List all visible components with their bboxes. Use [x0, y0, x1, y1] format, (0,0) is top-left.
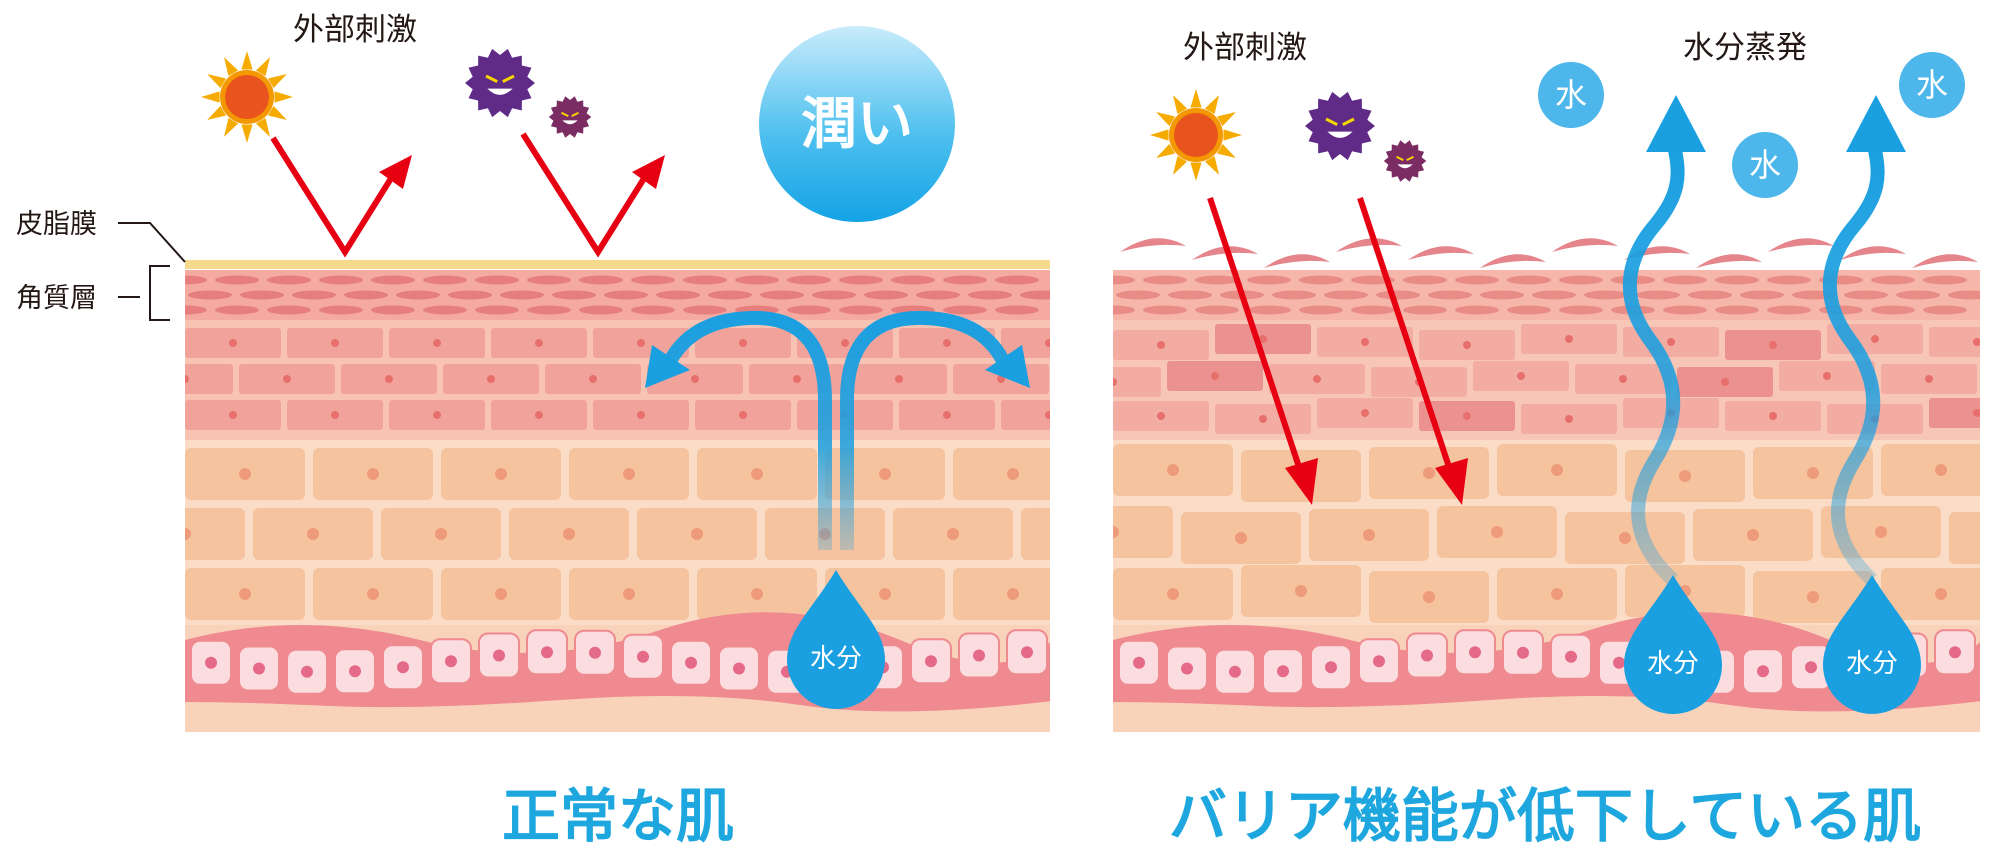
stratum-label: 角質層 — [16, 283, 97, 314]
moisture-return-arrows — [645, 310, 1030, 550]
germ-icon — [1305, 91, 1375, 161]
reflected-arrow — [270, 136, 412, 258]
evaporation-label: 水分蒸発 — [1683, 30, 1807, 66]
damaged-skin-caption: バリア機能が低下している肌 — [1169, 782, 1921, 850]
granular-cells — [185, 328, 1050, 430]
svg-text:水: 水 — [1749, 146, 1781, 184]
germ-icon — [465, 48, 535, 118]
granular-cells — [1113, 324, 1980, 434]
external-stimulus-label: 外部刺激 — [293, 12, 417, 48]
water-drop-label: 水分 — [1647, 649, 1699, 679]
penetrating-arrow — [1207, 197, 1318, 505]
water-drop-icon: 水分 — [1624, 575, 1722, 714]
water-drop-label: 水分 — [1846, 649, 1898, 679]
damaged-skin-panel: 外部刺激 水分蒸発 水 — [1113, 30, 1980, 850]
sebum-label: 皮脂膜 — [16, 209, 97, 240]
sun-icon — [201, 51, 293, 143]
stratum-bracket — [149, 265, 170, 321]
spinous-cells — [1113, 444, 1980, 623]
normal-skin-caption: 正常な肌 — [502, 782, 734, 850]
svg-text:水: 水 — [1555, 76, 1587, 114]
lifted-scales — [1120, 238, 1978, 268]
water-drop-icon: 水分 — [787, 570, 885, 709]
moisture-badge-text: 潤い — [801, 92, 913, 157]
moisture-badge: 潤い — [759, 26, 955, 222]
penetrating-arrow — [1357, 197, 1468, 505]
water-bubble-icon: 水 — [1732, 132, 1798, 198]
germ-icon — [548, 96, 592, 138]
water-drop-icon: 水分 — [1823, 575, 1921, 714]
water-bubble-icon: 水 — [1538, 62, 1604, 128]
evaporation-arrow — [1623, 95, 1706, 586]
basal-cells — [190, 629, 1048, 695]
water-bubble-icon: 水 — [1899, 52, 1965, 118]
sun-icon — [1150, 89, 1242, 181]
external-stimulus-label: 外部刺激 — [1183, 30, 1307, 66]
sebum-film — [185, 260, 1050, 269]
evaporation-arrow — [1823, 95, 1906, 586]
corneum-flakes — [1113, 275, 1980, 315]
water-drop-label: 水分 — [810, 644, 862, 674]
sebum-pointer — [118, 222, 186, 263]
svg-text:水: 水 — [1916, 66, 1948, 104]
normal-skin-panel: 皮脂膜 角質層 外部刺激 潤い — [16, 12, 1050, 850]
reflected-arrow — [520, 132, 665, 258]
corneum-flakes — [185, 275, 1050, 315]
germ-icon — [1383, 140, 1427, 182]
